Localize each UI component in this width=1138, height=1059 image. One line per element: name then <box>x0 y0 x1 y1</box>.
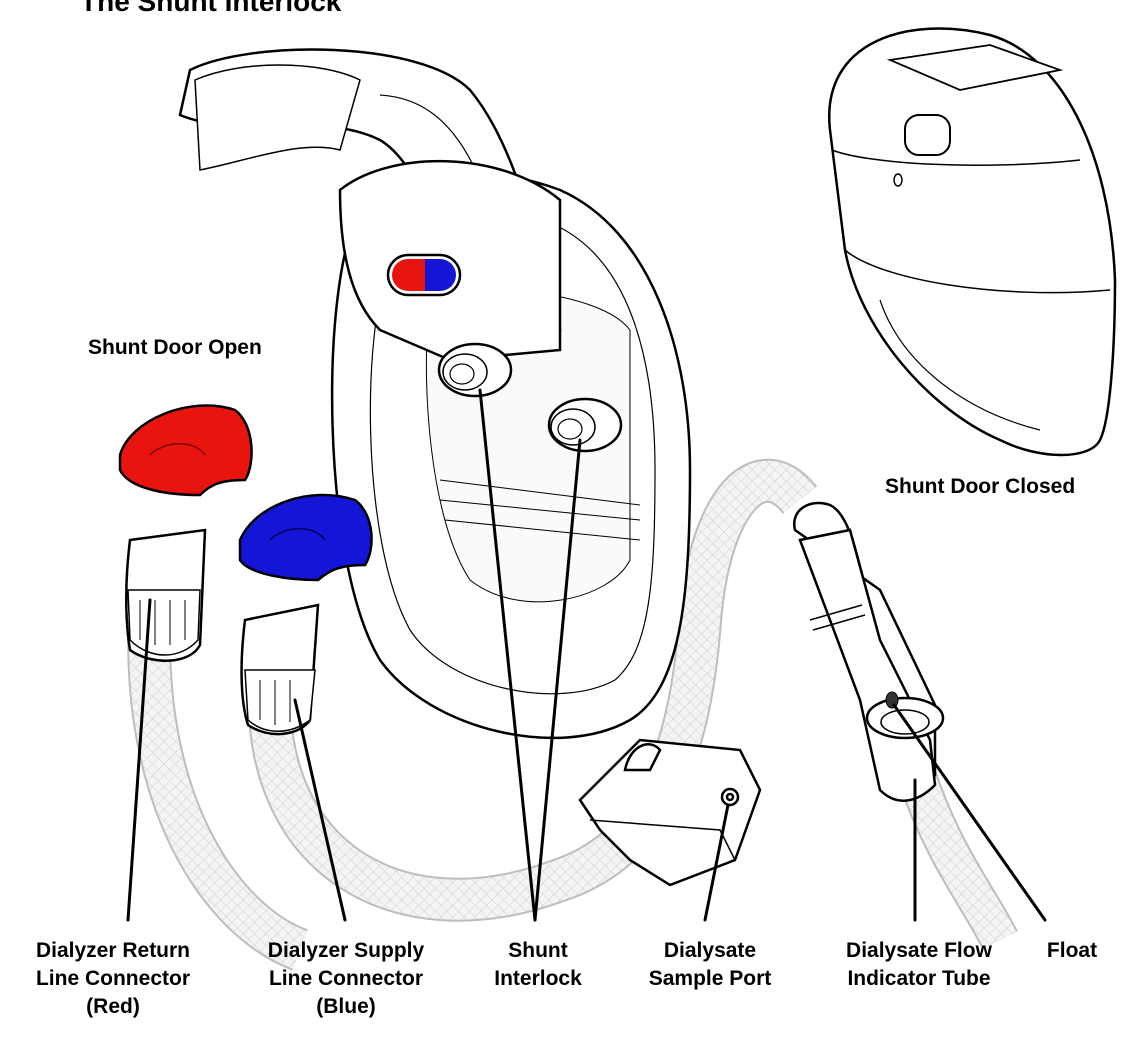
dialyzer-return-connector <box>120 406 252 661</box>
dialyzer-supply-connector <box>240 495 372 734</box>
shunt-door-closed-view <box>829 29 1115 455</box>
callout-dialyzer-supply: Dialyzer Supply Line Connector (Blue) <box>236 937 456 1021</box>
callout-dialyzer-return: Dialyzer Return Line Connector (Red) <box>8 937 218 1021</box>
label-shunt-door-closed: Shunt Door Closed <box>885 473 1075 501</box>
callout-dialysate-flow-tube: Dialysate Flow Indicator Tube <box>824 937 1014 993</box>
callout-float: Float <box>1032 937 1112 965</box>
diagram-title: The Shunt Interlock <box>80 0 341 18</box>
callout-shunt-interlock: Shunt Interlock <box>478 937 598 993</box>
label-shunt-door-open: Shunt Door Open <box>88 334 262 362</box>
dialysate-flow-indicator-tube <box>794 503 943 801</box>
callout-dialysate-sample-port: Dialysate Sample Port <box>630 937 790 993</box>
